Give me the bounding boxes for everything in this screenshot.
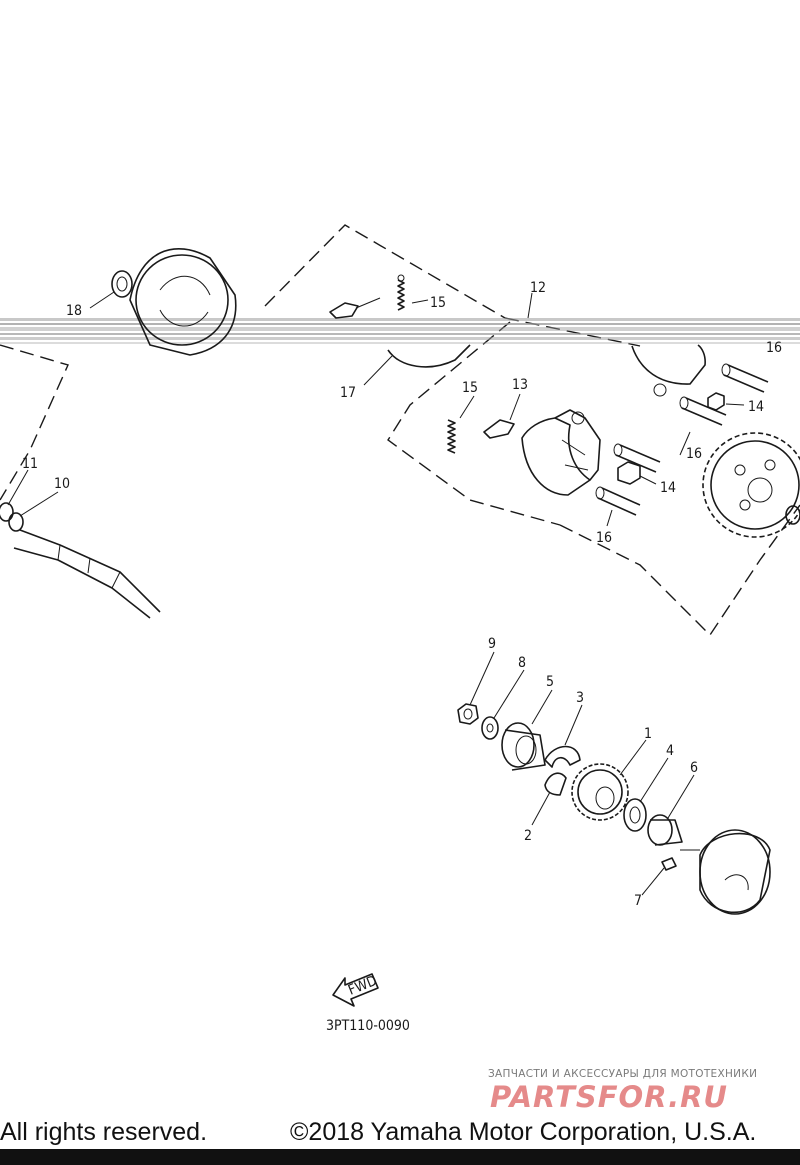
drawing-number: 3PT110-0090 xyxy=(326,1018,410,1034)
washer-part[interactable] xyxy=(481,716,499,740)
spring-clip-part[interactable] xyxy=(329,302,359,319)
callout-2[interactable]: 2 xyxy=(524,828,532,844)
leader-lines xyxy=(7,291,745,896)
callout-8[interactable]: 8 xyxy=(518,655,526,671)
rights-text: All rights reserved. xyxy=(0,1118,208,1146)
callout-14-right[interactable]: 14 xyxy=(748,399,764,415)
fwd-arrow-icon: FWD xyxy=(332,973,379,1007)
scan-noise-band xyxy=(0,318,800,344)
callout-10[interactable]: 10 xyxy=(54,476,70,492)
washer-part[interactable] xyxy=(0,502,24,532)
callout-12[interactable]: 12 xyxy=(530,280,546,296)
callout-14-mid[interactable]: 14 xyxy=(660,480,676,496)
clutch-plate-part[interactable] xyxy=(631,344,706,397)
pin-part[interactable] xyxy=(595,363,769,516)
callout-17[interactable]: 17 xyxy=(340,385,356,401)
spring-clip-part[interactable] xyxy=(483,419,515,439)
callout-16-low[interactable]: 16 xyxy=(596,530,612,546)
drive-plate-part[interactable] xyxy=(680,829,771,915)
collar-part[interactable] xyxy=(647,814,683,846)
callout-13[interactable]: 13 xyxy=(512,377,528,393)
callout-1[interactable]: 1 xyxy=(644,726,652,742)
callout-11[interactable]: 11 xyxy=(22,456,38,472)
clutch-housing-part[interactable] xyxy=(129,248,237,356)
callout-5[interactable]: 5 xyxy=(546,674,554,690)
nut-part[interactable] xyxy=(457,703,479,725)
callout-7[interactable]: 7 xyxy=(634,893,642,909)
watermark-logo: PARTSFOR.RU xyxy=(490,1080,728,1114)
callout-9[interactable]: 9 xyxy=(488,636,496,652)
copyright-footer: All rights reserved. ©2018 Yamaha Motor … xyxy=(0,1112,800,1165)
spring-part[interactable] xyxy=(447,419,456,454)
spring-part[interactable] xyxy=(397,274,405,311)
one-way-clutch-part[interactable] xyxy=(501,722,546,771)
watermark: ЗАПЧАСТИ И АКСЕССУАРЫ ДЛЯ МОТОТЕХНИКИ PA… xyxy=(488,1068,788,1116)
clutch-carrier-part[interactable] xyxy=(387,344,471,368)
primary-gear-part[interactable] xyxy=(702,432,800,538)
callout-18[interactable]: 18 xyxy=(66,303,82,319)
callout-4[interactable]: 4 xyxy=(666,743,674,759)
callout-16-top[interactable]: 16 xyxy=(766,340,782,356)
callout-15-upper[interactable]: 15 xyxy=(430,295,446,311)
watermark-tagline: ЗАПЧАСТИ И АКСЕССУАРЫ ДЛЯ МОТОТЕХНИКИ xyxy=(488,1068,758,1080)
washer-part[interactable] xyxy=(623,798,647,832)
callout-16-mid[interactable]: 16 xyxy=(686,446,702,462)
clutch-shoe-part[interactable] xyxy=(521,409,601,496)
crankshaft-part[interactable] xyxy=(13,529,161,619)
circlip-part[interactable] xyxy=(111,270,133,298)
callout-6[interactable]: 6 xyxy=(690,760,698,776)
bottom-bar xyxy=(0,1149,800,1165)
callout-15-mid[interactable]: 15 xyxy=(462,380,478,396)
pin-part[interactable] xyxy=(661,857,677,871)
callout-numbers: 18 15 12 17 15 13 16 14 16 14 16 11 10 9… xyxy=(22,280,782,1034)
callout-3[interactable]: 3 xyxy=(576,690,584,706)
copyright-text: ©2018 Yamaha Motor Corporation, U.S.A. xyxy=(290,1118,757,1146)
idle-gear-part[interactable] xyxy=(571,763,629,821)
assembly-outline xyxy=(0,224,800,637)
bearing-half-part[interactable] xyxy=(544,745,581,796)
